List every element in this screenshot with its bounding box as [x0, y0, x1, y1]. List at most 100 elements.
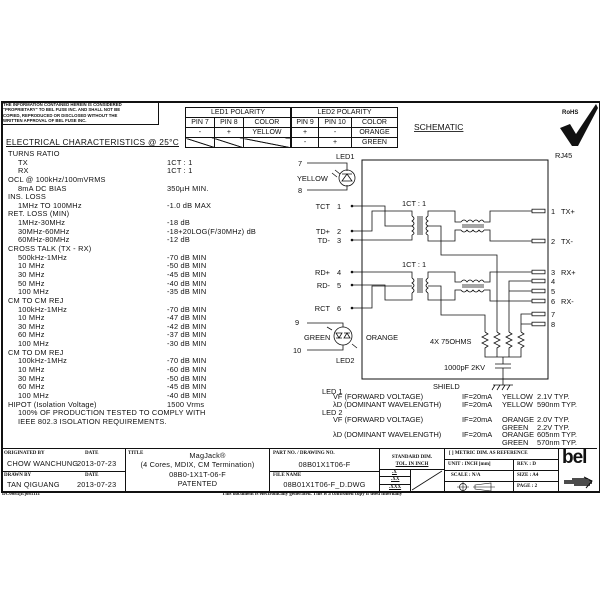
ratio-bottom: 1CT : 1	[402, 260, 426, 269]
notice-line: THE INFORMATION CONTAINED HEREIN IS CONS…	[3, 102, 122, 107]
spec-label: RET. LOSS (MIN)	[8, 209, 70, 219]
spec-row: 10 MHz-47 dB MIN	[8, 314, 308, 323]
rj45-contact	[531, 321, 546, 327]
spec-row: 100kHz-1MHz-70 dB MIN	[8, 357, 308, 366]
tolerance-label: TOL. IN INCH	[395, 462, 429, 467]
led1-spec-title: LED 1	[322, 387, 343, 396]
led-spec-value: 2.2V TYP.	[537, 423, 570, 432]
spec-label: TX	[18, 157, 28, 167]
spec-value: -1.0 dB MAX	[167, 200, 212, 210]
spec-row: 500kHz-1MHz -70 dB MIN	[8, 252, 308, 263]
spec-row: TURNS RATIO	[8, 149, 308, 159]
spec-value: -30 dB MIN	[167, 339, 207, 349]
left-pin-name: TD-	[318, 236, 331, 245]
capacitor-label: 1000pF 2KV	[444, 363, 485, 372]
left-pin-number: 2	[337, 227, 341, 236]
spec-value: 1500 Vrms	[167, 399, 205, 409]
electrical-characteristics-title: ELECTRICAL CHARACTERISTICS @ 25°C	[6, 137, 180, 147]
right-pin-number: 3	[551, 268, 555, 277]
led-spec-color: YELLOW	[502, 400, 533, 409]
title-block-title: TITLE MagJack® (4 Cores, MDIX, CM Termin…	[126, 448, 269, 491]
right-pin-name: RX-	[561, 297, 574, 306]
spec-row: 100 MHz-40 dB MIN	[8, 390, 308, 401]
empty-cell	[242, 137, 292, 148]
controlled-copy-note: This document is electronically generate…	[222, 492, 403, 497]
right-pin-name: RX+	[561, 268, 576, 277]
rj45-contact	[531, 288, 546, 294]
led-spec-parameter: λD (DOMINANT WAVELENGTH)	[333, 430, 441, 439]
spec-label: 100 MHz	[18, 339, 49, 349]
spec-label: 100kHz-1MHz	[18, 356, 68, 366]
proprietary-notice: THE INFORMATION CONTAINED HEREIN IS CONS…	[1, 101, 159, 125]
part-number-block: PART NO. / DRAWING NO. 08B01X1T06-F FILE…	[270, 448, 379, 491]
tol-xxx: .XXX	[389, 485, 402, 490]
originator-block: ORIGINATED BY DATE CHOW WANCHUNG 2013-07…	[1, 448, 125, 491]
rj45-label: RJ45	[555, 151, 572, 160]
product-number: 08B0-1X1T-06-F	[169, 470, 226, 479]
common-mode-choke-icon	[460, 219, 485, 293]
right-pin-number: 8	[551, 320, 555, 329]
pin-9: 9	[295, 318, 299, 327]
scale: SCALE : N/A	[451, 473, 481, 478]
led1-color: YELLOW	[297, 174, 328, 183]
spec-value: -70 dB MIN	[167, 252, 207, 262]
tolerance-block: STANDARD DIM. TOL. IN INCH .X .XX .XXX	[380, 448, 444, 492]
spec-label: INS. LOSS	[8, 192, 46, 202]
spec-row: 30 MHz-42 dB MIN	[8, 322, 308, 332]
spec-value: -60 dB MIN	[167, 365, 207, 375]
spec-label: 8mA DC BIAS	[18, 183, 67, 193]
rj45-contact	[531, 278, 546, 284]
spec-label: 500kHz-1MHz	[18, 252, 68, 262]
led-spec-color: YELLOW	[502, 392, 533, 401]
spec-row: 30 MHz-50 dB MIN	[8, 373, 308, 384]
left-pin-name: RD-	[317, 281, 331, 290]
pin-10: 10	[293, 346, 301, 355]
spec-label: CM TO CM REJ	[8, 295, 64, 305]
spec-label: 100 MHz	[18, 287, 49, 297]
spec-label: 60MHz-80MHz	[18, 235, 70, 245]
spec-label: 100% OF PRODUCTION TESTED TO COMPLY WITH	[18, 408, 206, 418]
spec-label: 60 MHz	[18, 382, 45, 392]
spec-label: 50 MHz	[18, 278, 45, 288]
spec-row: HIPOT (Isolation Voltage)1500 Vrms	[8, 399, 308, 410]
spec-row: 30 MHz-45 dB MIN	[8, 270, 308, 280]
divider	[269, 448, 270, 491]
wiring	[352, 205, 532, 391]
drawn-by: TAN QIGUANG	[7, 480, 60, 489]
left-pin-name: RCT	[315, 304, 331, 313]
spec-label: 30 MHz	[18, 373, 45, 383]
divider	[379, 448, 380, 491]
resistor-icon	[481, 331, 525, 350]
resistor-label: 4X 75OHMS	[430, 337, 472, 346]
led2-symbol-icon	[307, 322, 358, 351]
cell: -	[290, 137, 320, 148]
led1-symbol-icon	[307, 162, 356, 191]
spec-row: CM TO DM REJ	[8, 348, 308, 358]
metric-note: [ ] METRIC DIM. AS REFERENCE	[449, 451, 528, 456]
divider	[380, 469, 444, 470]
led-spec-condition: IF=20mA	[462, 392, 492, 401]
spec-value: -50 dB MIN	[167, 261, 207, 271]
spec-value: -40 dB MIN	[167, 390, 207, 400]
divider	[125, 448, 126, 491]
pin-8: 8	[298, 186, 302, 195]
spec-row: CM TO CM REJ	[8, 295, 308, 306]
divider	[445, 470, 558, 471]
led-spec-color: GREEN	[502, 423, 528, 432]
tolerance-slash	[411, 470, 443, 491]
right-pin-number: 4	[551, 277, 555, 286]
led-spec-value: 2.0V TYP.	[537, 415, 570, 424]
divider	[270, 471, 379, 472]
spec-label: OCL @ 100kHz/100mVRMS	[8, 174, 106, 184]
product-description: (4 Cores, MDIX, CM Termination)	[140, 460, 255, 469]
divider	[513, 459, 514, 492]
spec-label: RX	[18, 166, 29, 176]
file-name-label: FILE NAME	[273, 473, 302, 478]
rj45-contact	[531, 208, 546, 214]
